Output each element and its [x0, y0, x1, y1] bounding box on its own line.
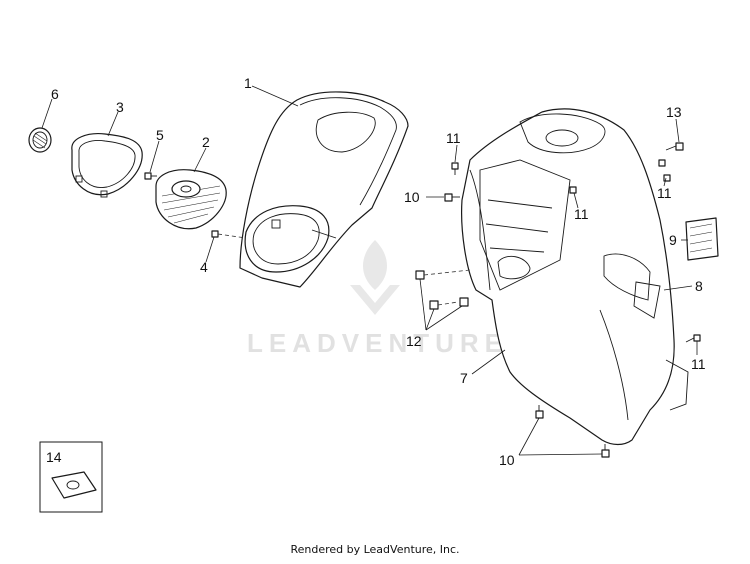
- part-11-screw-a: [451, 162, 459, 175]
- leader-lines: [41, 85, 698, 456]
- watermark-text: LEADVENTURE: [247, 328, 508, 358]
- part-9-plate: [685, 217, 719, 261]
- callout-labels: 1 2 3 4 5 6 7 8 9 10 10 11 11 11 11 12 1…: [46, 75, 706, 468]
- part-13-screw: [665, 142, 684, 151]
- watermark-flame-icon: [362, 240, 388, 290]
- callout-11-lower: 11: [691, 356, 706, 372]
- part-11-screw-b: [658, 159, 671, 182]
- callout-10-left: 10: [404, 189, 420, 205]
- callout-8: 8: [695, 278, 703, 294]
- part-10-screw-b: [535, 405, 610, 458]
- callout-3: 3: [116, 99, 124, 115]
- callout-7: 7: [460, 370, 468, 386]
- part-3-trim-ring: [71, 133, 143, 198]
- part-5-screw: [144, 172, 157, 180]
- part-11-screw-d: [685, 334, 701, 343]
- callout-10-bottom: 10: [499, 452, 515, 468]
- footer-credit: Rendered by LeadVenture, Inc.: [290, 543, 460, 556]
- part-7-leg-shield: [461, 108, 689, 446]
- callout-1: 1: [244, 75, 252, 91]
- callout-11-top: 11: [446, 130, 461, 146]
- callout-12: 12: [406, 333, 422, 349]
- leadventure-watermark: LEADVENTURE: [247, 240, 508, 358]
- watermark-v-icon: [350, 285, 400, 315]
- callout-2: 2: [202, 134, 210, 150]
- callout-9: 9: [669, 232, 677, 248]
- part-1-front-shield: [239, 91, 409, 288]
- part-10-screw-a: [444, 193, 460, 202]
- callout-5: 5: [156, 127, 164, 143]
- callout-11-right: 11: [657, 185, 672, 201]
- part-2-headlight: [155, 169, 227, 230]
- callout-11-center: 11: [574, 206, 589, 222]
- callout-6: 6: [51, 86, 59, 102]
- part-12-clips: [415, 269, 471, 310]
- part-6-lens: [28, 127, 52, 153]
- callout-13: 13: [666, 104, 682, 120]
- part-11-screw-c: [569, 186, 577, 194]
- callout-4: 4: [200, 259, 208, 275]
- part-14-inset-box: [39, 441, 103, 513]
- callout-14: 14: [46, 449, 62, 465]
